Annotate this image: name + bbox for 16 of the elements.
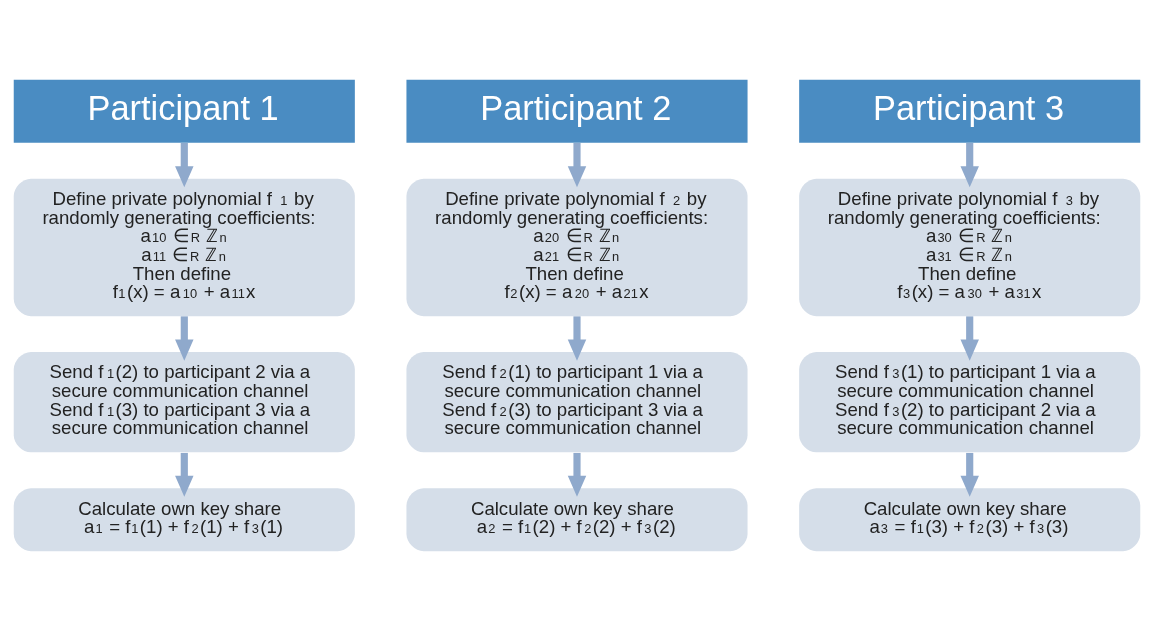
arrow [567,452,587,497]
node-box: Send f2(1) to participant 1 via a secure communication channel Send f2(3) to participant 3 via a secure communication channel [406,352,748,453]
arrow [960,452,979,497]
node-box: Participant 1 [13,79,355,143]
arrow [175,452,194,497]
node-box: Calculate own key share a3 = f1(3) + f2(3) + f3(3) [799,488,1141,552]
arrow [175,316,194,361]
node-box: Participant 3 [799,79,1141,143]
node-box: Calculate own key share a2 = f1(2) + f2(2) + f3(2) [406,488,748,552]
arrow [960,316,979,361]
node-box: Participant 2 [406,79,748,143]
arrow [567,142,587,188]
arrow [175,142,194,188]
arrow [960,142,979,188]
node-box: Calculate own key share a1 = f1(1) + f2(1) + f3(1) [13,488,355,552]
arrow [567,316,587,361]
